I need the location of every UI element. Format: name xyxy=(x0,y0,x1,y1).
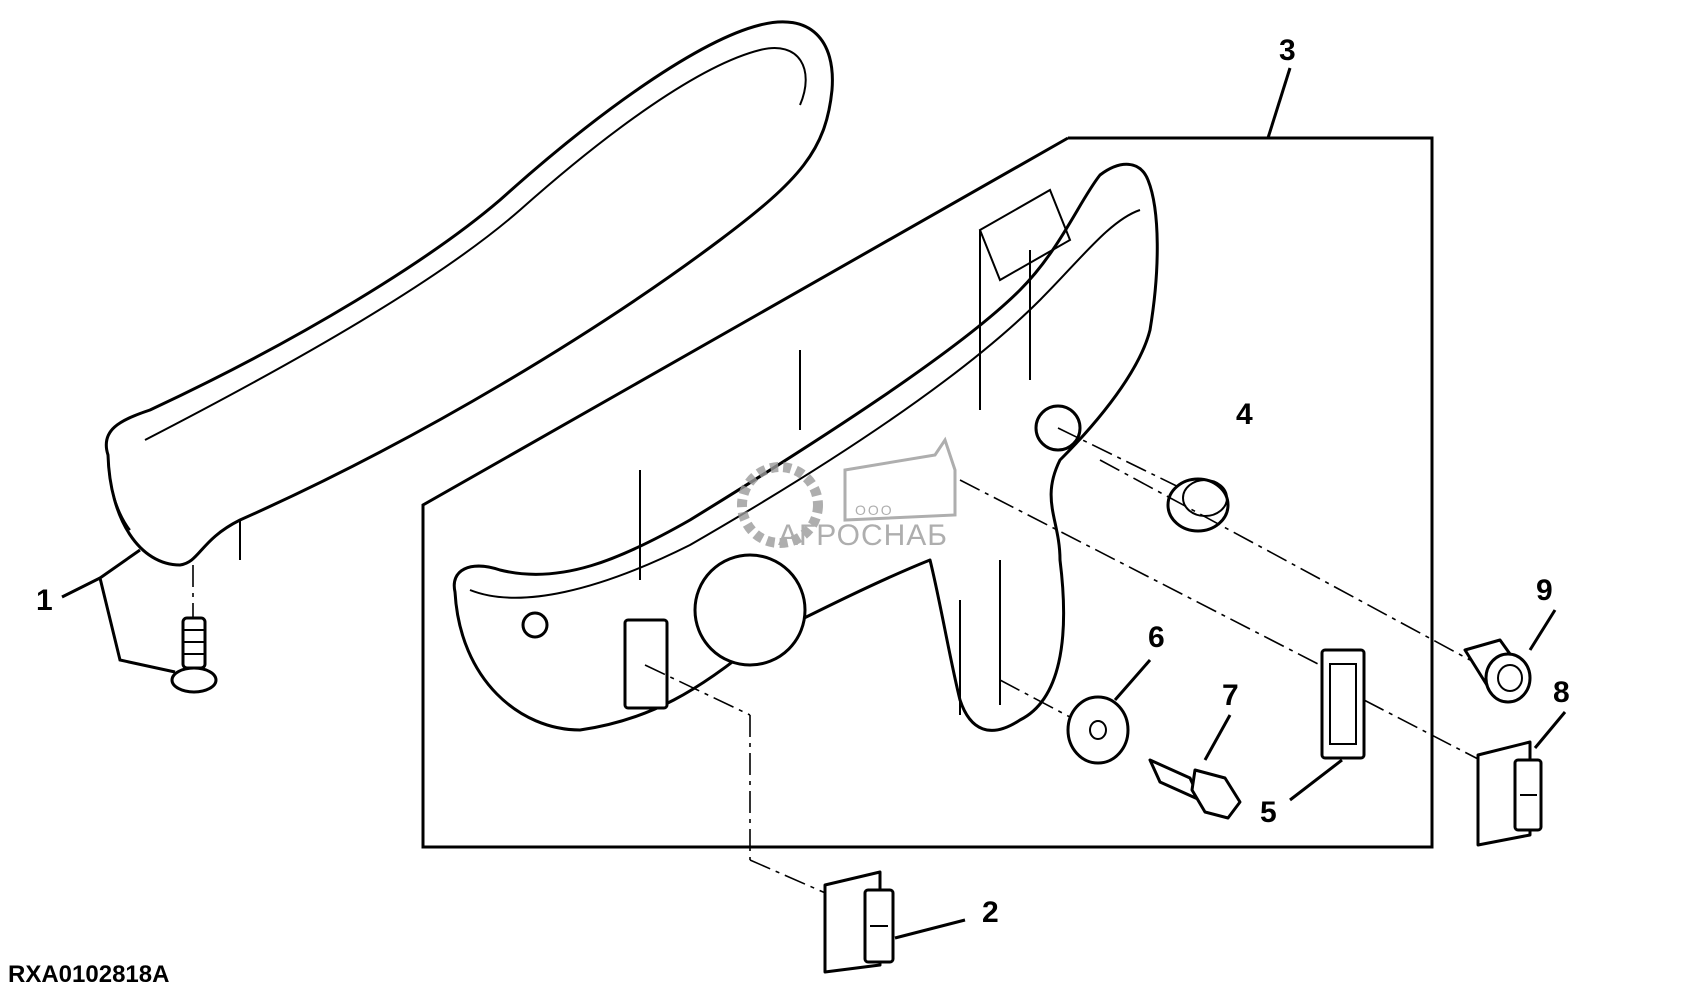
armrest-pad xyxy=(104,20,834,567)
callout-8: 8 xyxy=(1553,676,1570,709)
assembly-frame xyxy=(421,67,1434,849)
armrest-screw xyxy=(170,565,218,694)
armrest-housing xyxy=(452,162,1159,732)
callout-5: 5 xyxy=(1260,796,1277,829)
callout-3: 3 xyxy=(1279,34,1296,67)
figure-code: RXA0102818A xyxy=(8,961,169,988)
washer-part xyxy=(999,659,1152,765)
callout-4: 4 xyxy=(1236,398,1253,431)
callout-7: 7 xyxy=(1222,679,1239,712)
callout-9: 9 xyxy=(1536,574,1553,607)
bolt-part xyxy=(1148,714,1242,820)
watermark-logo: ООО АГРОСНАБ xyxy=(737,436,957,552)
callout-1: 1 xyxy=(36,584,53,617)
socket-part xyxy=(1099,459,1557,704)
watermark-prefix: ООО xyxy=(855,502,894,518)
watermark-brand: АГРОСНАБ xyxy=(778,519,948,552)
callout-6: 6 xyxy=(1148,621,1165,654)
rocker-switch-8 xyxy=(1363,699,1567,847)
plug-part xyxy=(1057,427,1230,533)
rocker-switch-2 xyxy=(644,664,966,974)
callout-2: 2 xyxy=(982,896,999,929)
bracket-part xyxy=(959,479,1366,802)
callout-1-leader xyxy=(61,548,176,674)
